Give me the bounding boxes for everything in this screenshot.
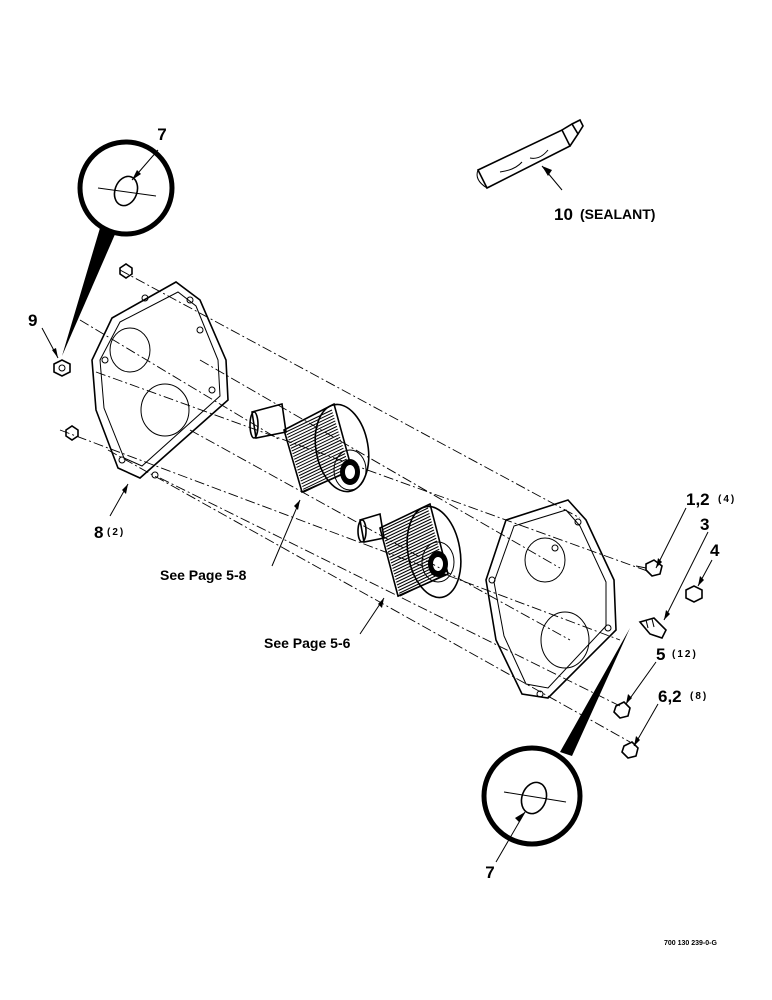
gear-tooth: [296, 445, 343, 468]
gear-tooth: [383, 513, 430, 536]
hex-nut-icon: [119, 263, 133, 279]
gear-tooth: [387, 526, 434, 550]
gear-tooth: [293, 434, 340, 457]
gear-tooth: [293, 436, 341, 460]
reference-lower-gear: See Page 5-6: [264, 635, 351, 651]
gear-tooth: [300, 458, 347, 482]
right-cover-plate: [485, 499, 617, 699]
callout-washer: 5: [656, 645, 665, 664]
gear-tooth: [297, 447, 344, 471]
callout-bolt-a-qty: (4): [718, 494, 736, 505]
elbow-fitting-icon: [638, 617, 667, 639]
callout-sealant-number: 10: [554, 205, 573, 224]
gear-tooth: [288, 417, 335, 441]
oring-detail-top-icon: [62, 139, 175, 356]
gear-tooth: [381, 507, 429, 531]
cap-icon: [685, 585, 703, 603]
callout-oring-top: 7: [157, 125, 166, 144]
hex-nut-icon: [53, 359, 71, 377]
callout-oring-bottom: 7: [485, 863, 494, 882]
gear-tooth: [285, 409, 333, 433]
oring-detail-bottom-icon: [481, 628, 630, 863]
upper-gear-assembly: [249, 402, 370, 494]
gear-tooth: [392, 546, 439, 569]
alignment-lines: [59, 269, 651, 743]
gear-tooth: [287, 415, 334, 438]
gear-tooth: [298, 450, 345, 474]
gear-tooth: [391, 543, 438, 567]
callout-nut: 9: [28, 311, 37, 330]
gear-tooth: [294, 439, 342, 463]
hex-nut-icon: [65, 425, 79, 441]
callout-bolt-a: 1,2: [686, 490, 710, 509]
callout-bolt-b: 6,2: [658, 687, 682, 706]
left-cover-plate: [91, 281, 229, 479]
gear-tooth: [299, 455, 347, 479]
gear-tooth: [301, 461, 348, 485]
gear-tooth: [384, 515, 431, 539]
gear-tooth: [386, 524, 433, 547]
gear-tooth: [289, 423, 337, 447]
callout-bolt-b-qty: (8): [690, 691, 708, 702]
washer-bolt-icon: [613, 701, 631, 719]
gear-tooth: [393, 548, 440, 572]
bolt-icon: [621, 741, 639, 759]
lower-gear-assembly: [357, 502, 462, 599]
gear-tooth: [290, 425, 338, 449]
callout-cap: 4: [710, 541, 720, 560]
drawing-code: 700 130 239-0-G: [664, 940, 717, 947]
gear-tooth: [387, 529, 435, 553]
gear-tooth: [289, 420, 336, 444]
gear-tooth: [389, 535, 436, 558]
leader-lines: [41, 327, 713, 747]
callout-plate: 8: [94, 523, 103, 542]
callout-washer-qty: (12): [672, 649, 698, 660]
reference-upper-gear: See Page 5-8: [160, 567, 247, 583]
callout-sealant-text: (SEALANT): [580, 206, 655, 222]
gear-tooth: [399, 573, 447, 597]
gear-tooth: [295, 442, 343, 466]
gear-tooth: [385, 521, 432, 545]
sealant-tube-icon: [476, 118, 584, 191]
gear-tooth: [388, 532, 435, 556]
callout-fitting: 3: [700, 515, 709, 534]
callout-plate-qty: (2): [107, 527, 125, 538]
gear-tooth: [382, 510, 429, 534]
bolt-icon: [635, 559, 663, 577]
